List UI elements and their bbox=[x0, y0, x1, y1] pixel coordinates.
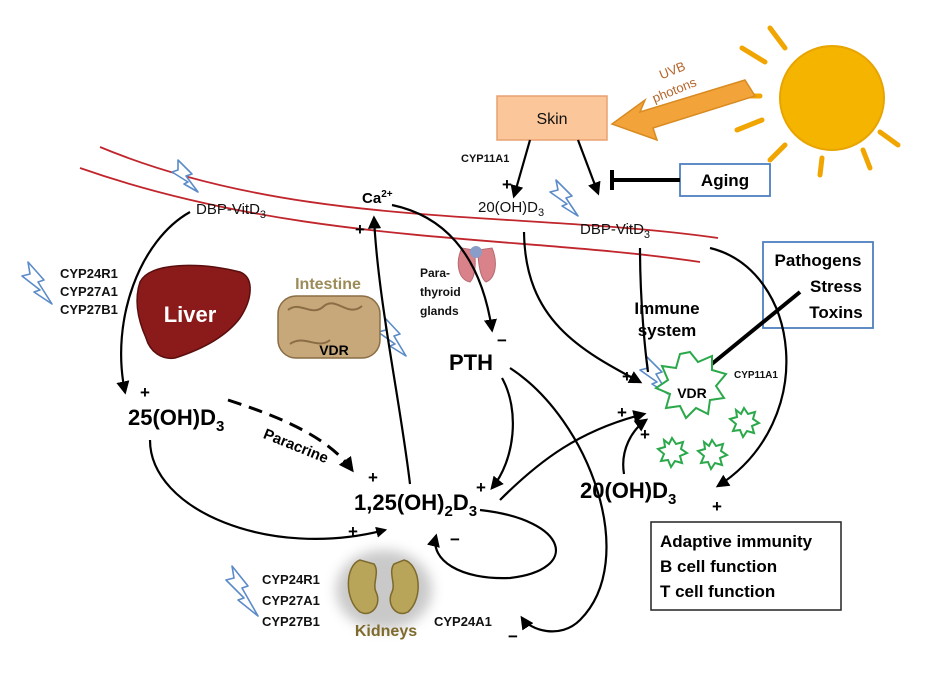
plus-d125-left: + bbox=[348, 522, 358, 541]
cyp11a1-top-label: CYP11A1 bbox=[461, 153, 509, 165]
plus-d125-top: + bbox=[476, 478, 486, 497]
lightning-icon bbox=[549, 179, 579, 217]
pathway-arrows: + bbox=[116, 203, 788, 633]
plus-immune-2: + bbox=[617, 403, 627, 422]
liver-icon bbox=[136, 264, 251, 360]
plus-25ohd3: + bbox=[140, 383, 150, 402]
dbp-right-to-20ohd3-bottom-arrow bbox=[709, 246, 788, 488]
pth-label: PTH bbox=[449, 350, 493, 375]
enzyme-left-3: CYP27B1 bbox=[60, 302, 118, 317]
blood-vessel bbox=[79, 146, 719, 263]
pth-to-d125-arrow bbox=[490, 377, 514, 491]
skin-box bbox=[496, 95, 608, 141]
uvb-arrow bbox=[610, 79, 757, 142]
20ohd3-bottom-to-immune-arrow bbox=[622, 418, 649, 475]
lightning-icon bbox=[225, 565, 259, 617]
d125-label: 1,25(OH)2D3 bbox=[354, 490, 477, 520]
parathyroid-label-2: thyroid bbox=[420, 285, 461, 299]
lightning-icons bbox=[21, 159, 669, 617]
immune-small-cells bbox=[655, 406, 762, 472]
enzyme-bottom-3: CYP27B1 bbox=[262, 614, 320, 629]
d25-label: 25(OH)D3 bbox=[128, 405, 224, 435]
intestine-vdr-label: VDR bbox=[319, 342, 349, 358]
aging-box bbox=[679, 163, 771, 197]
d125-to-ca-arrow bbox=[367, 215, 412, 485]
adaptive-box bbox=[650, 521, 842, 611]
kidneys-label: Kidneys bbox=[355, 623, 417, 640]
kidneys-icon bbox=[336, 550, 432, 630]
toxins-label: Toxins bbox=[809, 303, 863, 322]
liver-label: Liver bbox=[164, 302, 217, 327]
pathogens-label: Pathogens bbox=[775, 251, 862, 270]
immune-vdr-label: VDR bbox=[677, 385, 707, 401]
sun-icon bbox=[730, 25, 901, 178]
pth-to-cyp24a1-arrow bbox=[509, 367, 608, 633]
parathyroid-label-3: glands bbox=[420, 304, 459, 318]
parathyroid-label-1: Para- bbox=[420, 266, 450, 280]
plus-immune-3: + bbox=[640, 425, 650, 444]
intestine-icon bbox=[277, 295, 381, 359]
aging-label: Aging bbox=[701, 171, 749, 190]
intestine-label: Intestine bbox=[295, 276, 361, 293]
enzyme-bottom-2: CYP27A1 bbox=[262, 593, 320, 608]
enzyme-left-1: CYP24R1 bbox=[60, 266, 118, 281]
paracrine-label: Paracrine bbox=[261, 426, 331, 467]
dbp-vitd3-right: DBP-VitD3 bbox=[580, 221, 650, 241]
immune-cell-icon bbox=[653, 350, 728, 420]
lightning-icon bbox=[21, 261, 53, 305]
immune-label-1: Immune bbox=[634, 299, 699, 318]
20ohd3-vessel-to-immune-arrow bbox=[522, 231, 643, 384]
ca-to-pth-arrow bbox=[391, 203, 497, 333]
cyp24a1-label: CYP24A1 bbox=[434, 614, 492, 629]
lightning-icon bbox=[377, 317, 407, 357]
skin-to-20ohd3-arrow bbox=[510, 139, 532, 199]
immune-label-2: system bbox=[638, 321, 697, 340]
stress-label: Stress bbox=[810, 277, 862, 296]
plus-paracrine: + bbox=[368, 468, 378, 487]
minus-d125: − bbox=[450, 530, 460, 549]
enzyme-left-2: CYP27A1 bbox=[60, 284, 118, 299]
dbp-to-25ohd3-arrow bbox=[116, 211, 191, 395]
pathogens-inhibition-line bbox=[700, 290, 802, 374]
adaptive-label-2: B cell function bbox=[660, 557, 777, 576]
adaptive-label-1: Adaptive immunity bbox=[660, 532, 813, 551]
adaptive-label-3: T cell function bbox=[660, 582, 775, 601]
d125-feedback-loop-arrow bbox=[427, 508, 557, 580]
lightning-icon bbox=[171, 159, 199, 193]
25ohd3-to-kidney-arrow bbox=[148, 439, 388, 540]
cyp11a1-right-label: CYP11A1 bbox=[734, 370, 778, 381]
enzyme-bottom-1: CYP24R1 bbox=[262, 572, 320, 587]
skin-to-dbp-arrow bbox=[576, 139, 601, 196]
plus-20ohd3-bottom: + bbox=[712, 497, 722, 516]
plus-skin: + bbox=[502, 175, 512, 194]
dbp-right-to-immune-arrow bbox=[638, 247, 650, 373]
dbp-vitd3-left: DBP-VitD3 bbox=[196, 201, 266, 221]
minus-cyp24a1: − bbox=[508, 627, 518, 646]
plus-immune-1: + bbox=[622, 367, 632, 386]
d125-to-immune-arrow bbox=[499, 410, 647, 501]
minus-pth: − bbox=[497, 331, 507, 350]
20ohd3-vessel-label: 20(OH)D3 bbox=[478, 199, 544, 219]
plus-ca: + bbox=[355, 220, 365, 239]
ca2-label: Ca2+ bbox=[362, 189, 393, 207]
skin-label: Skin bbox=[536, 111, 567, 128]
parathyroid-icon bbox=[457, 246, 496, 283]
